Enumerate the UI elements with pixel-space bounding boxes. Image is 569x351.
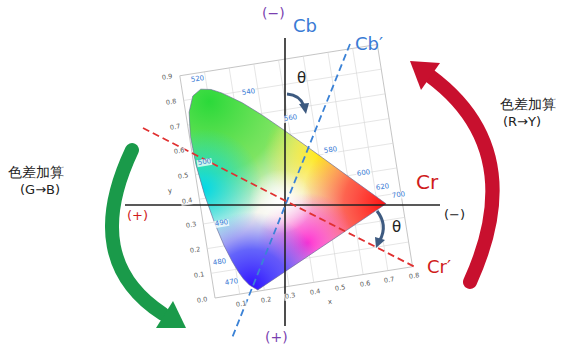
arrow-caption: 色差加算 bbox=[8, 164, 64, 180]
tick-label: 0.0 bbox=[196, 296, 209, 305]
tick-label: 0.7 bbox=[383, 276, 396, 285]
tick-label: 0.5 bbox=[176, 172, 189, 181]
arrowhead bbox=[410, 61, 440, 90]
tick-label: 0.5 bbox=[333, 284, 346, 293]
tick-label: 0.2 bbox=[259, 296, 272, 305]
tick-label: 0.7 bbox=[169, 123, 182, 132]
axis-title: y bbox=[167, 187, 174, 195]
arrow-caption: (G→B) bbox=[20, 183, 60, 198]
theta-arc bbox=[377, 211, 383, 240]
tick-label: 0.3 bbox=[184, 222, 197, 231]
axis-sign: (−) bbox=[444, 208, 465, 223]
axis-name: Cb bbox=[293, 16, 317, 37]
arrowhead bbox=[156, 301, 186, 328]
tick-label: 0.6 bbox=[173, 147, 186, 156]
axis-name: Cr′ bbox=[427, 257, 451, 278]
arrow-caption: 色差加算 bbox=[500, 96, 556, 112]
angle-label: θ bbox=[297, 70, 306, 87]
tick-label: 0.6 bbox=[358, 280, 371, 289]
angle-label: θ bbox=[392, 219, 401, 236]
axis-sign: (+) bbox=[127, 209, 148, 224]
tick-label: 0.3 bbox=[284, 292, 297, 301]
arrow-caption: (R→Y) bbox=[503, 115, 541, 130]
axis-title: x bbox=[326, 299, 333, 307]
rotation-arrow bbox=[112, 150, 163, 314]
cr-axis bbox=[125, 204, 440, 206]
cr-prime-axis bbox=[143, 128, 415, 267]
axis-name: Cr bbox=[416, 171, 438, 194]
tick-label: 0.4 bbox=[309, 288, 322, 297]
axis-name: Cb′ bbox=[355, 34, 383, 55]
tick-label: 0.4 bbox=[180, 197, 193, 206]
rotation-arrow bbox=[430, 76, 493, 282]
tick-label: 0.8 bbox=[165, 98, 178, 107]
theta-arrowhead bbox=[375, 237, 385, 248]
cb-prime-axis bbox=[232, 44, 350, 338]
tick-label: 0.9 bbox=[161, 73, 174, 82]
theta-arrowhead bbox=[299, 103, 309, 114]
tick-label: 0.1 bbox=[235, 300, 248, 309]
axis-sign: (−) bbox=[262, 5, 285, 21]
cb-axis bbox=[284, 38, 286, 326]
tick-label: 0.8 bbox=[407, 272, 420, 281]
tick-label: 0.2 bbox=[188, 246, 201, 255]
wavelength-label: 700 bbox=[391, 191, 407, 201]
tick-label: 0.1 bbox=[192, 271, 205, 280]
axis-sign: (+) bbox=[265, 329, 288, 345]
chromaticity-chart bbox=[72, 0, 492, 351]
